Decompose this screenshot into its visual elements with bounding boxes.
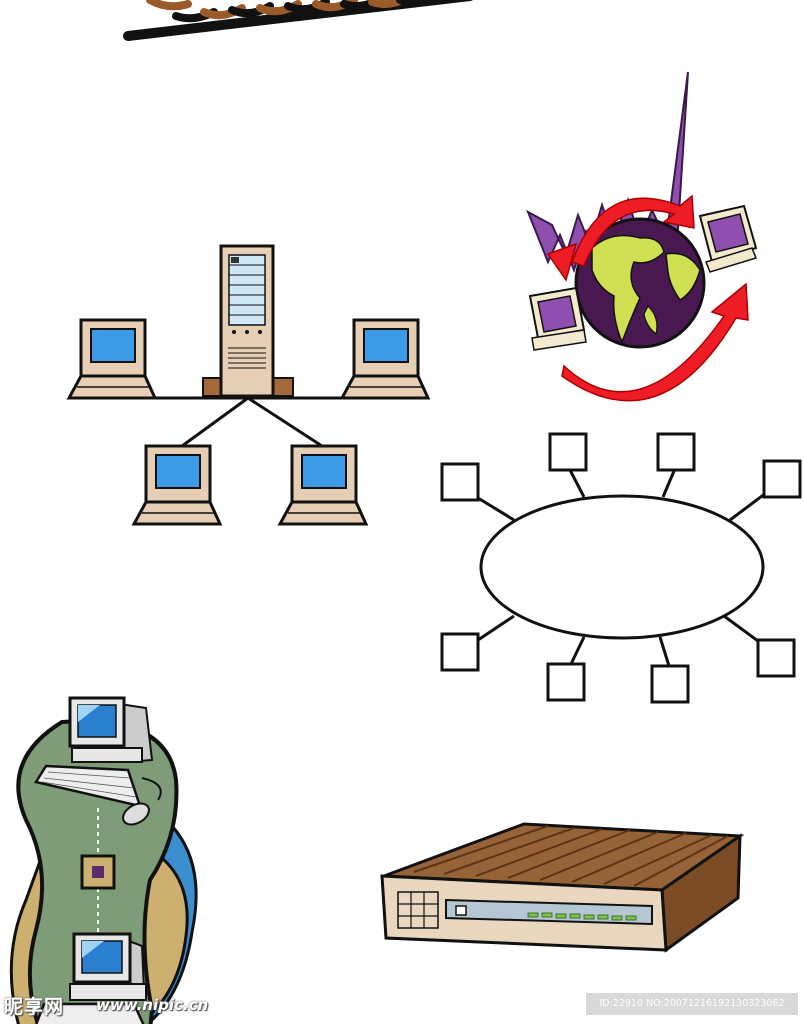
monitor-icon [698, 204, 758, 273]
ring-network-diagram [440, 432, 802, 704]
globe-www-icon [526, 71, 758, 402]
workstation-link-panel [9, 696, 198, 1024]
network-router-icon [380, 822, 745, 953]
laptop-icon [277, 444, 369, 526]
monitor-icon [528, 286, 587, 351]
laptop-icon [339, 318, 431, 400]
watermark-logo: 昵享网 [4, 996, 65, 1018]
server-tower-icon [202, 244, 294, 398]
laptop-icon [66, 318, 158, 400]
desktop-computer-icon [34, 696, 162, 826]
watermark-id: ID:22910 NO:20071216192130323062 [586, 993, 798, 1015]
cable-decoration-icon [123, 0, 473, 41]
desktop-computer-icon [34, 932, 147, 1024]
watermark-url: www.nipic.cn [96, 996, 209, 1014]
laptop-icon [131, 444, 223, 526]
star-network-diagram [66, 244, 431, 526]
